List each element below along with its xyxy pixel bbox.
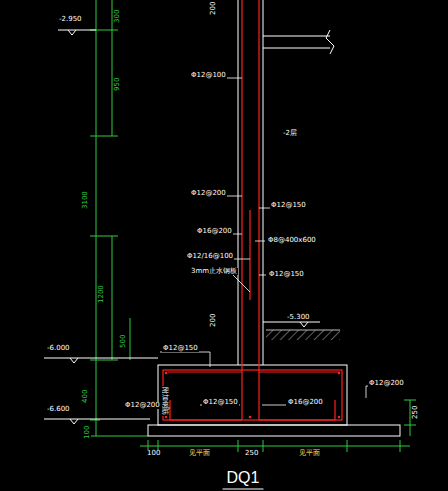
dimension: 200: [210, 313, 217, 328]
rebar-callout: Φ16@200: [287, 399, 324, 406]
dimension: 250: [412, 405, 419, 420]
dimension: 3100: [82, 190, 89, 210]
rebar-callout: Φ12@200: [368, 380, 405, 387]
rebar-callout: Φ12@100: [190, 72, 227, 79]
level-mark: -5.300: [286, 314, 311, 321]
title-underline: [223, 489, 264, 490]
rebar-callout: Φ16@200: [196, 228, 233, 235]
rebar-callout: Φ12@150: [268, 271, 305, 278]
dimension: 200: [210, 1, 217, 16]
dimension: 100: [84, 425, 91, 440]
rebar-callout: Φ12/16@100: [186, 253, 234, 260]
dimension: 100: [146, 450, 161, 457]
rebar-callout: Φ12@200: [190, 190, 227, 197]
rebar-callout: Φ12@150: [162, 345, 199, 352]
dimension: 250: [244, 450, 259, 457]
level-mark: -6.600: [46, 406, 71, 413]
rebar-callout: Φ8@400x600: [267, 237, 317, 244]
dimension: 400: [82, 389, 89, 404]
rebar-callout: Φ12@150: [202, 399, 239, 406]
dimension: 300: [114, 9, 121, 24]
dimension: 950: [114, 77, 121, 92]
dimension: 1200: [98, 284, 105, 304]
floor-note: -2层: [282, 130, 298, 137]
dimension: 500: [120, 334, 127, 349]
dimension: 见平面: [188, 450, 211, 457]
level-mark: -6.000: [46, 345, 71, 352]
rebar-callout: Φ12@150: [270, 202, 307, 209]
level-mark: -2.950: [58, 16, 83, 23]
dimension: 见平面: [298, 450, 321, 457]
rebar-note: 附加钢筋: [161, 386, 168, 416]
rebar-callout: Φ12@200: [124, 402, 161, 409]
drawing-title: DQ1: [227, 470, 260, 486]
waterstop-note: 3mm止水钢板: [190, 268, 238, 275]
